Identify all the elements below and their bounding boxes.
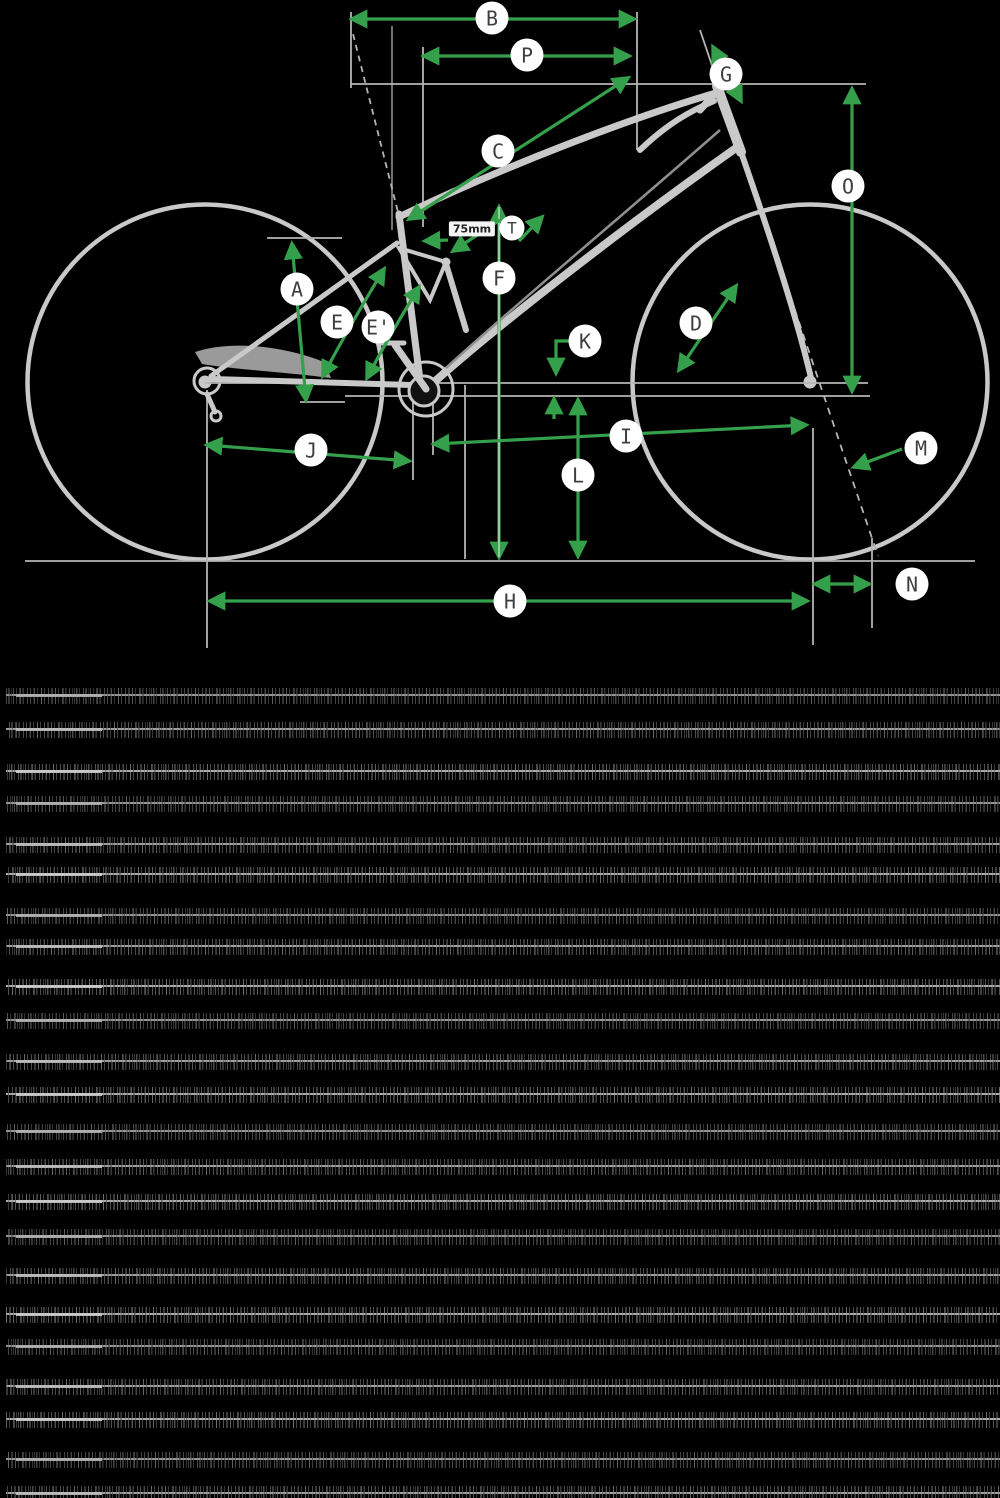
measurement-label-P: P xyxy=(510,38,544,72)
measurement-label-T: T xyxy=(499,215,525,241)
table-row xyxy=(6,796,1000,812)
table-row xyxy=(6,1412,1000,1428)
measurement-label-G: G xyxy=(709,57,743,91)
table-row xyxy=(6,1054,1000,1070)
table-row xyxy=(6,939,1000,955)
fork xyxy=(738,149,814,381)
table-row xyxy=(6,688,1000,704)
arrow-K xyxy=(546,339,573,377)
rocker-link xyxy=(394,244,449,305)
measurement-label-E: E xyxy=(320,305,354,339)
measurement-label-N: N xyxy=(895,567,929,601)
table-row xyxy=(6,1013,1000,1029)
measurement-label-O: O xyxy=(831,169,865,203)
measurement-label-L: L xyxy=(561,458,595,492)
front-wheel xyxy=(630,202,990,562)
arrow-A xyxy=(283,240,315,404)
down-tube xyxy=(428,144,740,388)
table-row xyxy=(6,908,1000,924)
arrow-mm_left xyxy=(421,230,449,250)
measurement-label-C: C xyxy=(481,134,515,168)
table-row xyxy=(6,1194,1000,1210)
battery-line xyxy=(445,129,721,369)
table-row xyxy=(6,1124,1000,1140)
table-row xyxy=(6,1087,1000,1103)
measurement-label-A: A xyxy=(280,272,314,306)
table-row xyxy=(6,1486,1000,1498)
table-row xyxy=(6,1452,1000,1468)
measurement-label-I: I xyxy=(609,419,643,453)
bike-diagram-art xyxy=(25,9,990,648)
measurement-label-J: J xyxy=(294,433,328,467)
table-row xyxy=(6,1307,1000,1323)
table-row xyxy=(6,979,1000,995)
measurement-label-M: M xyxy=(904,431,938,465)
table-row xyxy=(6,1268,1000,1284)
table-row xyxy=(6,1229,1000,1245)
shock xyxy=(443,261,469,333)
measurement-label-K: K xyxy=(568,324,602,358)
arrow-C xyxy=(405,75,632,222)
measurement-label-H: H xyxy=(493,584,527,618)
table-row xyxy=(6,1339,1000,1355)
table-row xyxy=(6,1379,1000,1395)
offset-75mm-label: 75mm xyxy=(448,221,496,237)
table-row xyxy=(6,1159,1000,1175)
measurement-label-D: D xyxy=(679,306,713,340)
chainring xyxy=(397,360,455,418)
measurement-arrows xyxy=(203,9,903,611)
table-row xyxy=(6,764,1000,780)
table-row xyxy=(6,867,1000,883)
table-row xyxy=(6,837,1000,853)
measurement-label-B: B xyxy=(475,1,509,35)
arrow-T xyxy=(517,214,545,243)
table-row xyxy=(6,722,1000,738)
arrow-M xyxy=(850,447,903,471)
measurement-label-F: F xyxy=(482,261,516,295)
derailleur xyxy=(204,391,218,415)
measurement-label-E_prime: E' xyxy=(361,310,395,344)
